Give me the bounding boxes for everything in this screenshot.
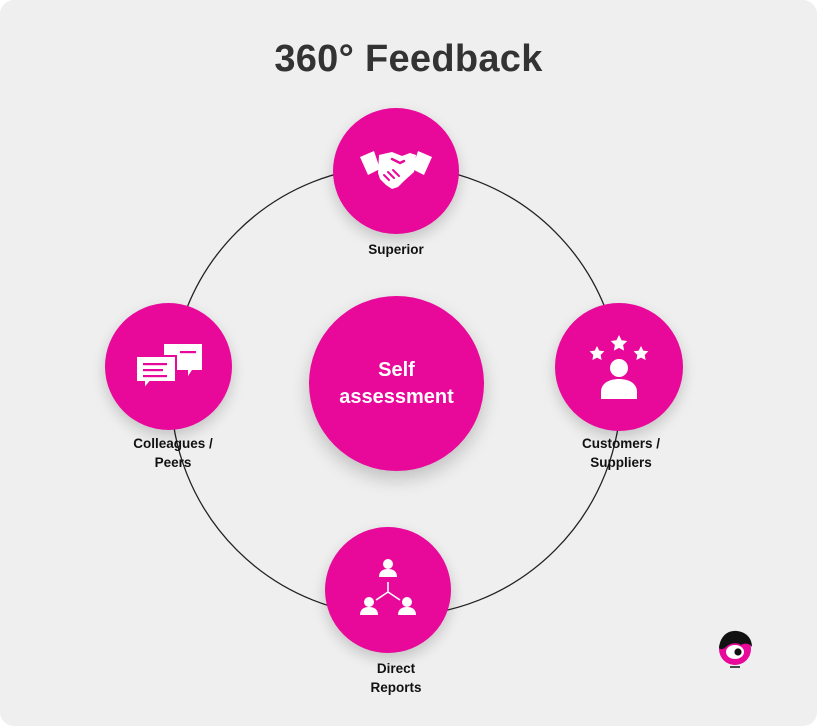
superior-label: Superior [368, 242, 424, 257]
self-assessment-node: Self assessment [309, 296, 484, 471]
handshake-icon [360, 151, 432, 189]
colleagues-node [105, 303, 232, 430]
self-assessment-label: Self assessment [339, 358, 454, 408]
org-chart-icon [360, 559, 416, 615]
superior-node [333, 108, 459, 234]
page-title: 360° Feedback [274, 38, 543, 80]
chat-bubbles-icon [134, 343, 202, 392]
direct-reports-label: Direct Reports [370, 661, 422, 695]
customer-rating-icon [589, 335, 649, 399]
direct-reports-node [325, 527, 451, 653]
customers-node [555, 303, 683, 431]
customers-label: Customers / Suppliers [581, 436, 661, 470]
colleagues-label: Colleagues / Peers [133, 436, 213, 470]
brand-logo-icon [719, 630, 752, 668]
